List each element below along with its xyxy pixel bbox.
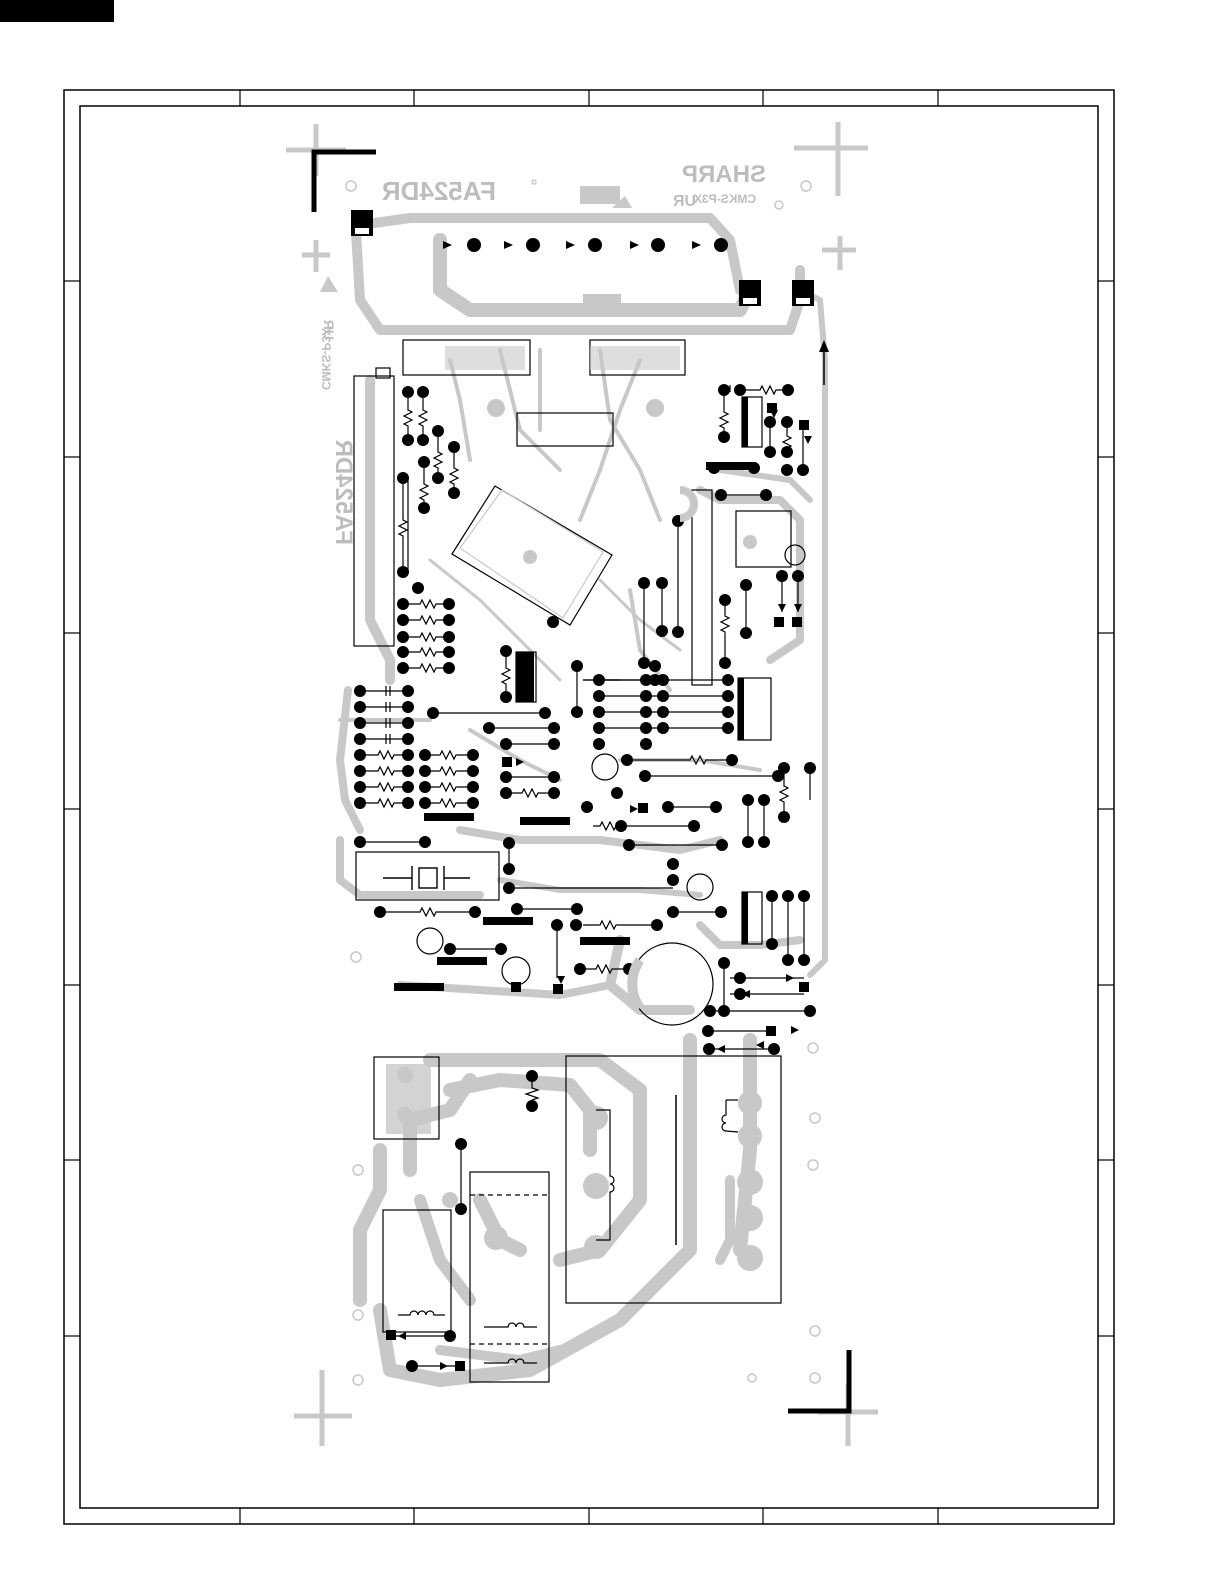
warning-triangle-icon	[320, 276, 338, 292]
board-code-side: FA524DR	[330, 440, 357, 545]
power-pads	[397, 399, 763, 1271]
crystal-symbol	[383, 866, 470, 890]
transistor-bodies	[394, 397, 756, 991]
board-code-top: FA524DR	[382, 176, 496, 206]
brand-text: SHARP	[682, 161, 766, 188]
board-model-top: CMKS-P3X	[694, 192, 756, 206]
led-pads	[351, 210, 814, 306]
corner-mark-top-left	[314, 152, 376, 212]
cert-mark-side: UR	[321, 320, 337, 340]
cert-mark-top: UR	[672, 193, 696, 210]
